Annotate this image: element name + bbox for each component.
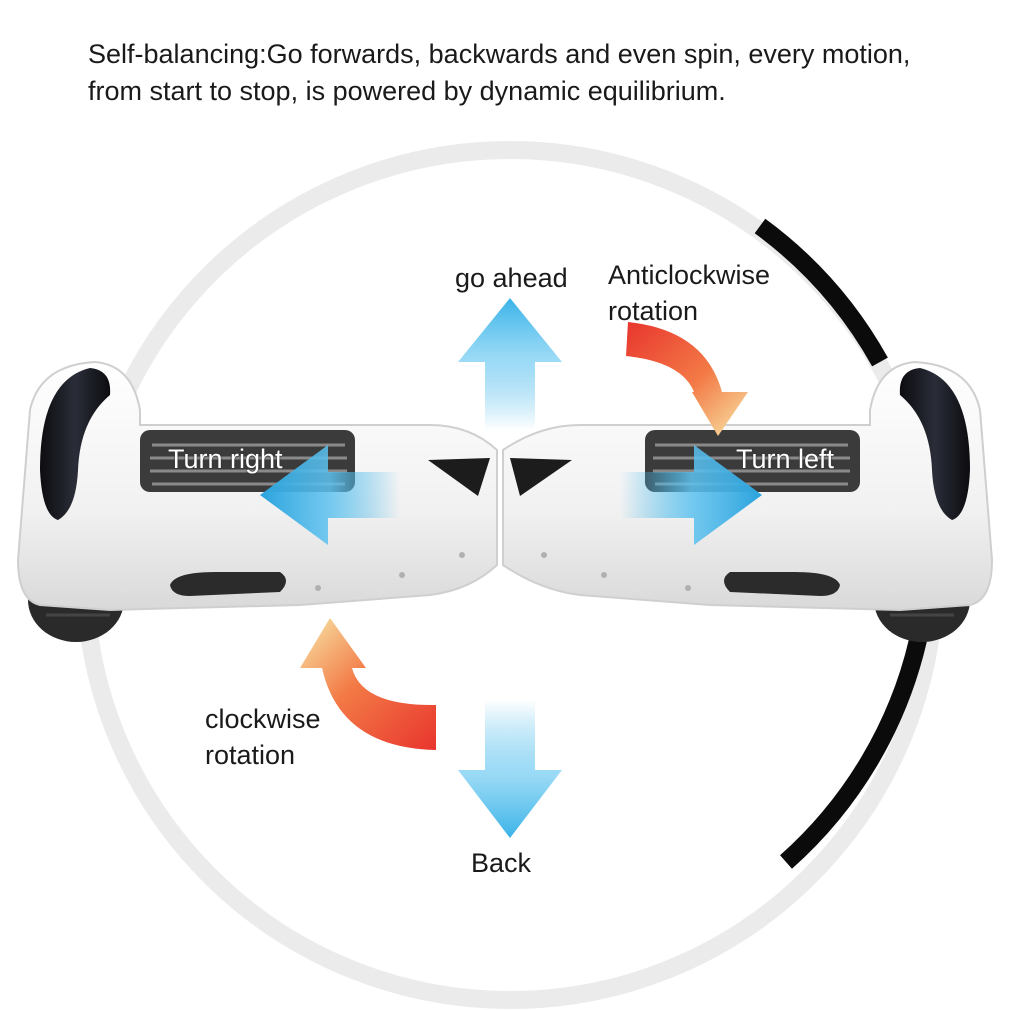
arrow-up-icon: [458, 298, 562, 430]
description-caption: Self-balancing:Go forwards, backwards an…: [88, 36, 988, 110]
anticlockwise-label-line-1: Anticlockwise: [608, 260, 771, 290]
arrow-left-icon: [260, 445, 400, 545]
go-ahead-label: go ahead: [455, 263, 568, 293]
caption-line-2: from start to stop, is powered by dynami…: [88, 76, 726, 106]
clockwise-arrow-icon: [300, 618, 436, 750]
clockwise-label: clockwise rotation: [205, 701, 321, 773]
ring-accent-upper: [754, 218, 888, 367]
caption-line-1: Self-balancing:Go forwards, backwards an…: [88, 39, 911, 69]
back-label: Back: [471, 848, 532, 878]
anticlockwise-arrow-icon: [626, 322, 748, 436]
right-indicator-light: [510, 458, 572, 496]
turn-right-label: Turn right: [168, 444, 283, 474]
hoverboard: [16, 360, 994, 642]
left-side-slot: [170, 572, 286, 596]
arrow-down-icon: [458, 700, 562, 838]
turn-left-label: Turn left: [736, 444, 835, 474]
left-fender: [40, 368, 111, 520]
left-indicator-light: [428, 458, 490, 496]
arrow-right-icon: [620, 445, 762, 545]
anticlockwise-label-line-2: rotation: [608, 296, 699, 326]
right-side-slot: [724, 572, 840, 596]
ring-accent-lower: [780, 637, 927, 869]
clockwise-label-line-1: clockwise: [205, 704, 321, 734]
right-fender: [899, 368, 970, 520]
clockwise-label-line-2: rotation: [205, 740, 296, 770]
anticlockwise-label: Anticlockwise rotation: [608, 257, 770, 329]
